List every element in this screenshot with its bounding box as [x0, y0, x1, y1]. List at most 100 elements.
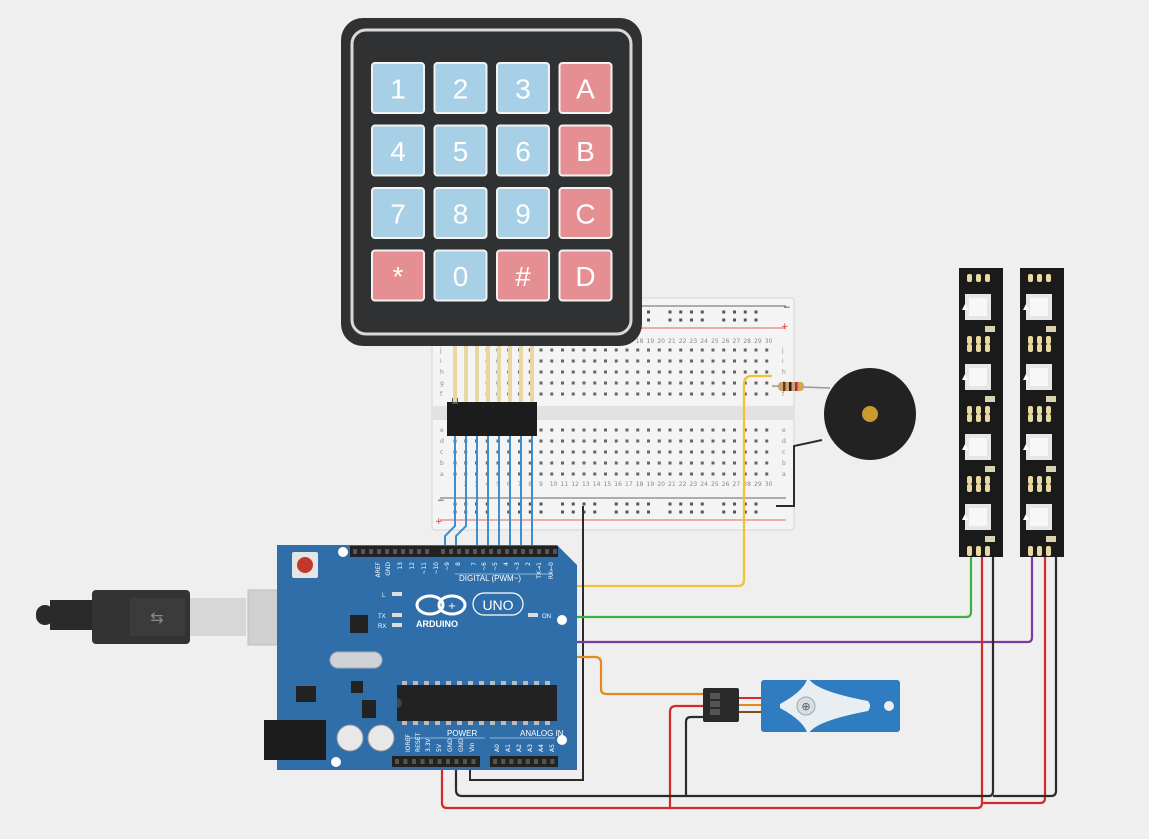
arduino-logo: + — [415, 594, 467, 616]
digital-pin-label: 2 — [525, 562, 532, 566]
breadboard-row-letter: c — [440, 449, 443, 456]
breadboard-column-number: 13 — [582, 481, 590, 488]
keypad-key-label: 9 — [515, 199, 531, 230]
usb-icon: ⇆ — [150, 608, 163, 627]
analog-label: ANALOG IN — [520, 729, 564, 738]
power-pin-label: RESET — [415, 732, 422, 752]
keypad-key-9[interactable]: 9 — [496, 187, 550, 239]
keypad-key-label: 1 — [390, 74, 406, 105]
keypad-key-3[interactable]: 3 — [496, 62, 550, 114]
digital-header[interactable] — [350, 546, 558, 557]
digital-pin-label: AREF — [375, 561, 382, 577]
breadboard-column-number: 23 — [690, 481, 698, 488]
digital-pin-label: ~6 — [481, 562, 488, 571]
breadboard-row-letter: d — [440, 438, 444, 445]
power-pin-label: 5V — [436, 743, 443, 752]
analog-pin-label: A2 — [516, 744, 523, 752]
keypad-header-connector[interactable] — [447, 402, 537, 436]
breadboard-column-number: 29 — [754, 481, 762, 488]
breadboard-row-letter: h — [440, 369, 444, 376]
piezo-buzzer[interactable] — [824, 368, 916, 460]
digital-pin-label: 12 — [409, 562, 416, 570]
breadboard-column-number: 28 — [743, 338, 751, 345]
breadboard-column-number: 22 — [679, 481, 687, 488]
keypad-key-7[interactable]: 7 — [371, 187, 425, 239]
power-jack[interactable] — [264, 720, 326, 760]
svg-text:+: + — [448, 601, 456, 612]
l-led-label: L — [382, 593, 386, 599]
breadboard-row-letter: g — [440, 380, 444, 387]
digital-label: DIGITAL (PWM~) — [459, 574, 521, 583]
keypad-key-2[interactable]: 2 — [433, 62, 488, 114]
breadboard-column-number: 21 — [668, 481, 676, 488]
wire-yellow[interactable] — [435, 374, 772, 588]
breadboard-column-number: 19 — [647, 481, 655, 488]
keypad-key-label: 3 — [515, 74, 531, 105]
tx-led-label: TX — [378, 614, 386, 620]
digital-pin-label: ~10 — [433, 562, 440, 575]
power-header[interactable] — [392, 756, 480, 767]
digital-pin-label: ~9 — [444, 562, 451, 571]
breadboard-column-number: 11 — [561, 481, 569, 488]
arduino-brand: ARDUINO — [416, 619, 458, 629]
breadboard-column-number: 30 — [765, 338, 773, 345]
breadboard-column-number: 29 — [754, 338, 762, 345]
analog-header[interactable] — [490, 756, 558, 767]
breadboard-row-letter: f — [440, 391, 443, 398]
keypad-data-wires[interactable] — [444, 436, 533, 552]
keypad-key-C[interactable]: C — [558, 187, 613, 239]
keypad-key-0[interactable]: 0 — [433, 249, 488, 302]
rail-minus-label-top: − — [783, 303, 791, 313]
digital-pin-label: ~11 — [421, 562, 428, 575]
keypad-key-label: * — [393, 261, 404, 292]
power-pin-label: GND — [447, 738, 454, 752]
breadboard-column-number: 26 — [722, 481, 730, 488]
breadboard-column-number: 16 — [614, 481, 622, 488]
breadboard-column-number: 27 — [733, 338, 741, 345]
breadboard-row-letter: e — [782, 427, 786, 434]
keypad-key-5[interactable]: 5 — [433, 124, 488, 177]
keypad-ribbon-pins — [453, 345, 534, 402]
breadboard-column-number: 18 — [636, 481, 644, 488]
rx-led-label: RX — [378, 624, 386, 630]
breadboard-row-letter: a — [440, 471, 444, 478]
breadboard-row-letter: j — [439, 347, 442, 354]
servo-motor[interactable]: ⊕ — [703, 676, 900, 736]
keypad-key-label: D — [575, 261, 595, 292]
keypad-key-label: 5 — [453, 136, 469, 167]
keypad-key-A[interactable]: A — [558, 62, 613, 114]
breadboard-row-letter: b — [440, 460, 444, 467]
keypad-key-8[interactable]: 8 — [433, 187, 488, 239]
keypad-key-6[interactable]: 6 — [496, 124, 550, 177]
keypad-key-4[interactable]: 4 — [371, 124, 425, 177]
keypad-key-label: C — [575, 199, 595, 230]
neopixel-strip-1[interactable] — [959, 268, 1003, 557]
digital-pin-label: ~5 — [492, 562, 499, 571]
resistor[interactable] — [771, 382, 831, 391]
keypad-key-label: 6 — [515, 136, 531, 167]
keypad-key-D[interactable]: D — [558, 249, 613, 302]
on-led-label: ON — [542, 614, 551, 620]
keypad-key-star[interactable]: * — [371, 249, 425, 302]
digital-pin-label: GND — [385, 562, 392, 576]
analog-pin-label: A1 — [505, 744, 512, 752]
breadboard-column-number: 28 — [743, 481, 751, 488]
wire-red-power[interactable] — [440, 553, 1047, 810]
wire-black-ground[interactable] — [454, 553, 1058, 798]
keypad-key-label: 7 — [390, 199, 406, 230]
digital-pin-label: TX→1 — [536, 562, 543, 580]
keypad-key-1[interactable]: 1 — [371, 62, 425, 114]
neopixel-strip-2[interactable] — [1020, 268, 1064, 557]
analog-pin-label: A0 — [494, 744, 501, 752]
keypad-key-B[interactable]: B — [558, 124, 613, 177]
keypad-key-label: 0 — [453, 261, 469, 292]
keypad-key-label: A — [576, 74, 595, 105]
breadboard-row-letter: i — [782, 358, 784, 365]
digital-pin-label: 13 — [397, 562, 404, 570]
keypad-key-hash[interactable]: # — [496, 249, 550, 302]
breadboard-row-letter: i — [440, 358, 442, 365]
